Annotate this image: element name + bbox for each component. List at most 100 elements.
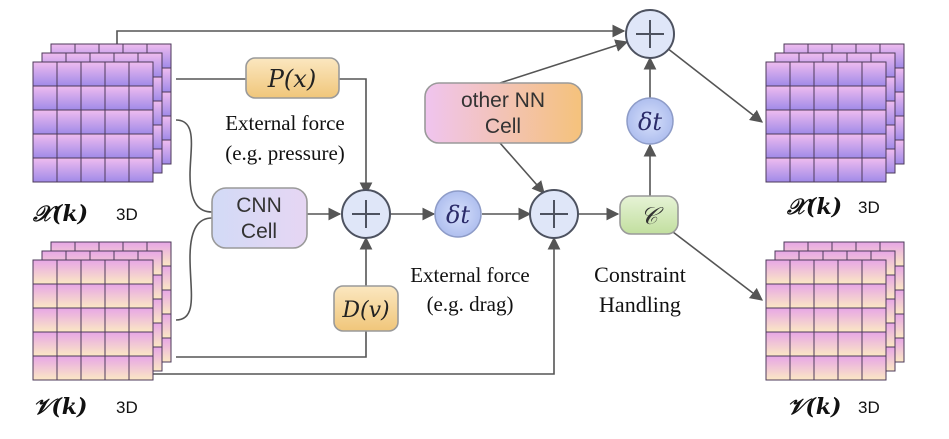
tensor-cell [80, 85, 106, 111]
tensor-cell [32, 331, 58, 357]
tensor-cell [56, 133, 82, 159]
position-output-symbol: 𝒳(k) [786, 194, 842, 220]
tensor-cell [813, 61, 839, 87]
tensor-cell [56, 355, 82, 381]
plus-icon [636, 20, 664, 48]
drag-term-block: D(v) [333, 285, 399, 332]
tensor-cell [128, 157, 154, 183]
tensor-cell [56, 109, 82, 135]
tensor-cell [837, 109, 863, 135]
edge-x-to-output-sum [116, 24, 626, 44]
velocity-input-label: 𝒱(k) 3D [33, 394, 138, 420]
tensor-cell [861, 355, 887, 381]
constraint-annotation-line1: Constraint [594, 262, 686, 287]
tensor-cell [104, 61, 130, 87]
tensor-cell [837, 259, 863, 285]
velocity-output-symbol: 𝒱(k) [787, 394, 841, 420]
tensor-cell [789, 157, 815, 183]
tensor-cell [837, 61, 863, 87]
tensor-cell [813, 157, 839, 183]
tensor-cell [837, 133, 863, 159]
tensor-cell [765, 331, 791, 357]
tensor-cell [80, 259, 106, 285]
tensor-cell [104, 133, 130, 159]
tensor-cell [861, 85, 887, 111]
tensor-cell [861, 61, 887, 87]
edge-othernn-to-sum2 [499, 142, 545, 194]
drag-annotation-line1: External force [410, 263, 530, 287]
tensor-cell [128, 283, 154, 309]
tensor-cell [56, 61, 82, 87]
sum-node-2 [529, 189, 579, 239]
tensor-cell [32, 355, 58, 381]
tensor-cell [789, 331, 815, 357]
tensor-cell [128, 307, 154, 333]
plus-icon [540, 200, 568, 228]
tensor-cell [32, 283, 58, 309]
edge-v-to-drag [176, 331, 367, 358]
tensor-cell [837, 283, 863, 309]
tensor-cell [813, 307, 839, 333]
pressure-annotation: External force (e.g. pressure) [225, 111, 345, 165]
tensor-cell [813, 331, 839, 357]
tensor-cell [80, 61, 106, 87]
tensor-cell [837, 355, 863, 381]
edge-output-sum-to-x [666, 47, 764, 123]
delta-t-node-1: δt [434, 190, 482, 238]
sum-node-1 [341, 189, 391, 239]
tensor-cell [765, 85, 791, 111]
delta-t-node-2: δt [626, 97, 674, 145]
tensor-cell [789, 61, 815, 87]
tensor-cell [128, 355, 154, 381]
edge-constraint-to-v [672, 231, 764, 301]
sum-node-output [625, 9, 675, 59]
tensor-cell [861, 109, 887, 135]
position-output-label: 𝒳(k) 3D [786, 194, 880, 220]
position-output-tensor [765, 43, 905, 183]
tensor-cell [80, 307, 106, 333]
tensor-cell [861, 157, 887, 183]
tensor-cell [104, 307, 130, 333]
tensor-cell [128, 133, 154, 159]
velocity-input-tensor [32, 241, 172, 381]
tensor-cell [104, 109, 130, 135]
position-input-dim: 3D [116, 205, 138, 224]
other-nn-line1: other NN [461, 89, 545, 112]
tensor-cell [104, 331, 130, 357]
edge-v-to-sum2 [150, 236, 561, 375]
tensor-cell [104, 85, 130, 111]
tensor-cell [128, 259, 154, 285]
tensor-cell [80, 283, 106, 309]
tensor-cell [789, 85, 815, 111]
pressure-annotation-line1: External force [225, 111, 345, 135]
delta-t-label: δt [446, 201, 470, 229]
tensor-cell [104, 283, 130, 309]
tensor-cell [56, 331, 82, 357]
tensor-cell [789, 283, 815, 309]
tensor-cell [813, 283, 839, 309]
tensor-cell [32, 61, 58, 87]
tensor-cell [765, 109, 791, 135]
tensor-cell [56, 259, 82, 285]
pressure-term-label: P(x) [267, 65, 316, 93]
velocity-output-tensor [765, 241, 905, 381]
tensor-cell [837, 331, 863, 357]
tensor-cell [80, 109, 106, 135]
plus-icon [352, 200, 380, 228]
edge-v-to-cnn [175, 217, 213, 321]
tensor-cell [861, 331, 887, 357]
velocity-output-label: 𝒱(k) 3D [787, 394, 880, 420]
tensor-cell [32, 133, 58, 159]
tensor-cell [789, 259, 815, 285]
tensor-cell [789, 133, 815, 159]
tensor-cell [765, 355, 791, 381]
tensor-cell [128, 109, 154, 135]
tensor-cell [104, 355, 130, 381]
tensor-cell [80, 133, 106, 159]
constraint-annotation: Constraint Handling [594, 262, 686, 317]
tensor-cell [32, 307, 58, 333]
edge-x-to-cnn [175, 119, 213, 213]
tensor-cell [104, 259, 130, 285]
cnn-cell-line1: CNN [236, 194, 282, 217]
tensor-cell [837, 307, 863, 333]
